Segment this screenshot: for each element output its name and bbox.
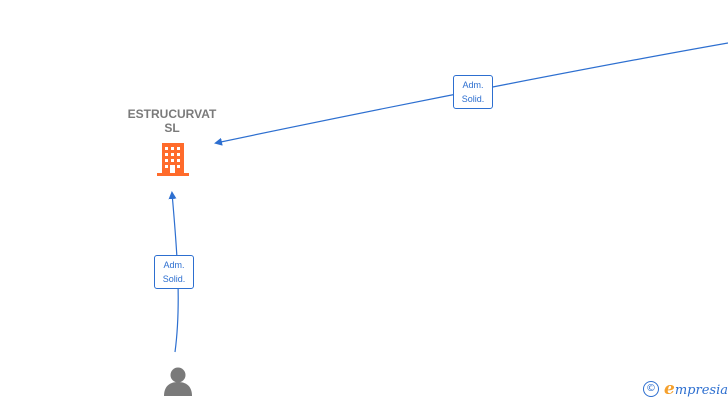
edge-label-bottom-line2: Solid. bbox=[162, 274, 186, 284]
copyright-icon: © bbox=[643, 381, 660, 397]
brand-rest: mpresia bbox=[674, 383, 728, 398]
edge-label-bottom-line1: Adm. bbox=[163, 260, 185, 270]
brand-initial: e bbox=[664, 379, 675, 399]
edge-line-top bbox=[214, 42, 728, 146]
company-name-line2: SL bbox=[164, 121, 180, 135]
person-icon[interactable] bbox=[164, 367, 192, 397]
edge-label-top: Adm. Solid. bbox=[453, 75, 493, 109]
building-icon[interactable] bbox=[157, 143, 189, 176]
empresia-watermark[interactable]: © empresia bbox=[643, 379, 728, 399]
brand-logo: empresia bbox=[664, 379, 728, 399]
company-name[interactable]: ESTRUCURVAT SL bbox=[112, 107, 232, 135]
edge-label-top-line1: Adm. bbox=[462, 80, 484, 90]
edge-label-bottom: Adm. Solid. bbox=[154, 255, 194, 289]
edge-label-top-line2: Solid. bbox=[461, 94, 485, 104]
company-name-line1: ESTRUCURVAT bbox=[127, 107, 217, 121]
